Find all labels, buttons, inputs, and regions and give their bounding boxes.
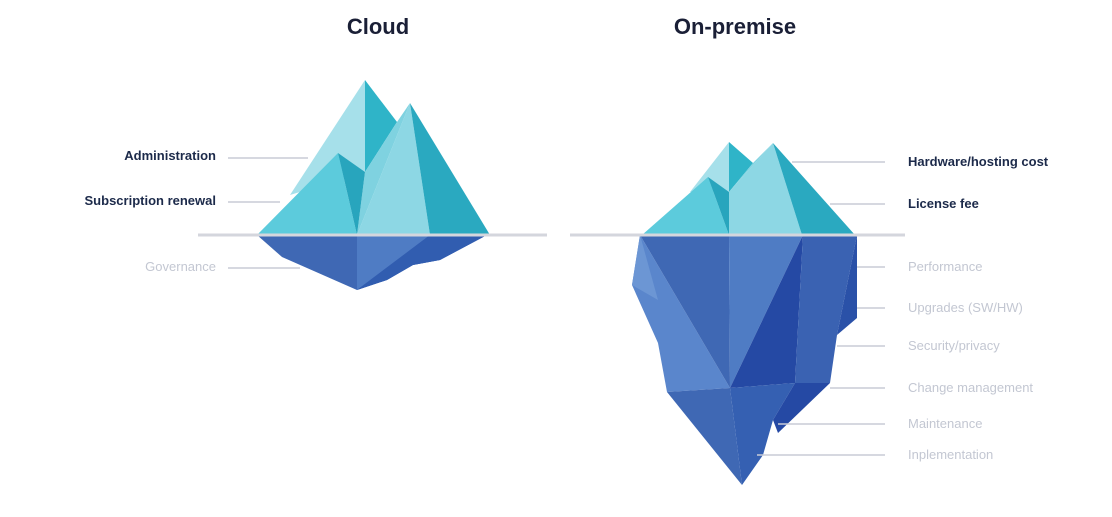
label-governance: Governance [145,259,216,274]
label-security-privacy: Security/privacy [908,338,1000,353]
label-license-fee: License fee [908,196,979,211]
label-change-management: Change management [908,380,1033,395]
cloud-title: Cloud [347,14,409,39]
label-administration: Administration [124,148,216,163]
label-hardware-hosting-cost: Hardware/hosting cost [908,154,1049,169]
label-subscription-renewal: Subscription renewal [85,193,216,208]
label-implementation: Inplementation [908,447,993,462]
on-premise-iceberg [632,142,857,485]
label-upgrades: Upgrades (SW/HW) [908,300,1023,315]
cloud-iceberg [257,80,490,290]
label-performance: Performance [908,259,982,274]
label-maintenance: Maintenance [908,416,982,431]
on-premise-title: On-premise [674,14,796,39]
